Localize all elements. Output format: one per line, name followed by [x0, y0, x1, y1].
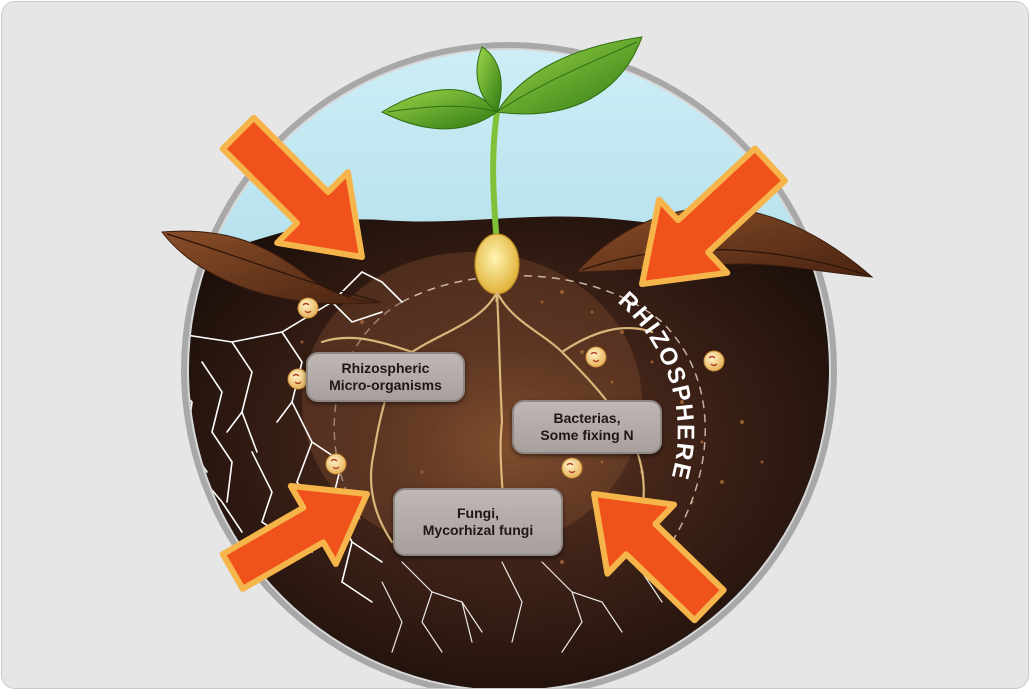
microbe-icon: [703, 350, 725, 372]
label-line: Some fixing N: [540, 427, 634, 443]
arrow-icon: [639, 145, 788, 287]
arrow-icon: [219, 114, 365, 260]
label-bacterias: Bacterias, Some fixing N: [512, 400, 662, 454]
label-rhizospheric-micro-organisms: Rhizospheric Micro-organisms: [306, 352, 465, 402]
arrow-icon: [591, 491, 727, 624]
label-line: Micro-organisms: [329, 377, 442, 393]
label-fungi: Fungi, Mycorhizal fungi: [393, 488, 563, 556]
microbe-icon: [585, 346, 607, 368]
microbe-icon: [325, 453, 347, 475]
arrows: [219, 114, 788, 624]
label-line: Fungi,: [457, 505, 499, 521]
arrow-icon: [219, 483, 370, 592]
microbe-icon: [561, 457, 583, 479]
label-line: Mycorhizal fungi: [422, 522, 534, 538]
label-line: Bacterias,: [553, 410, 621, 426]
dead-leaf-icon: [161, 230, 383, 305]
microbe-icon: [297, 297, 319, 319]
label-line: Rhizospheric: [341, 360, 430, 376]
microbes: [287, 297, 725, 479]
microbe-icon: [287, 368, 309, 390]
seedling-icon: [380, 36, 643, 302]
